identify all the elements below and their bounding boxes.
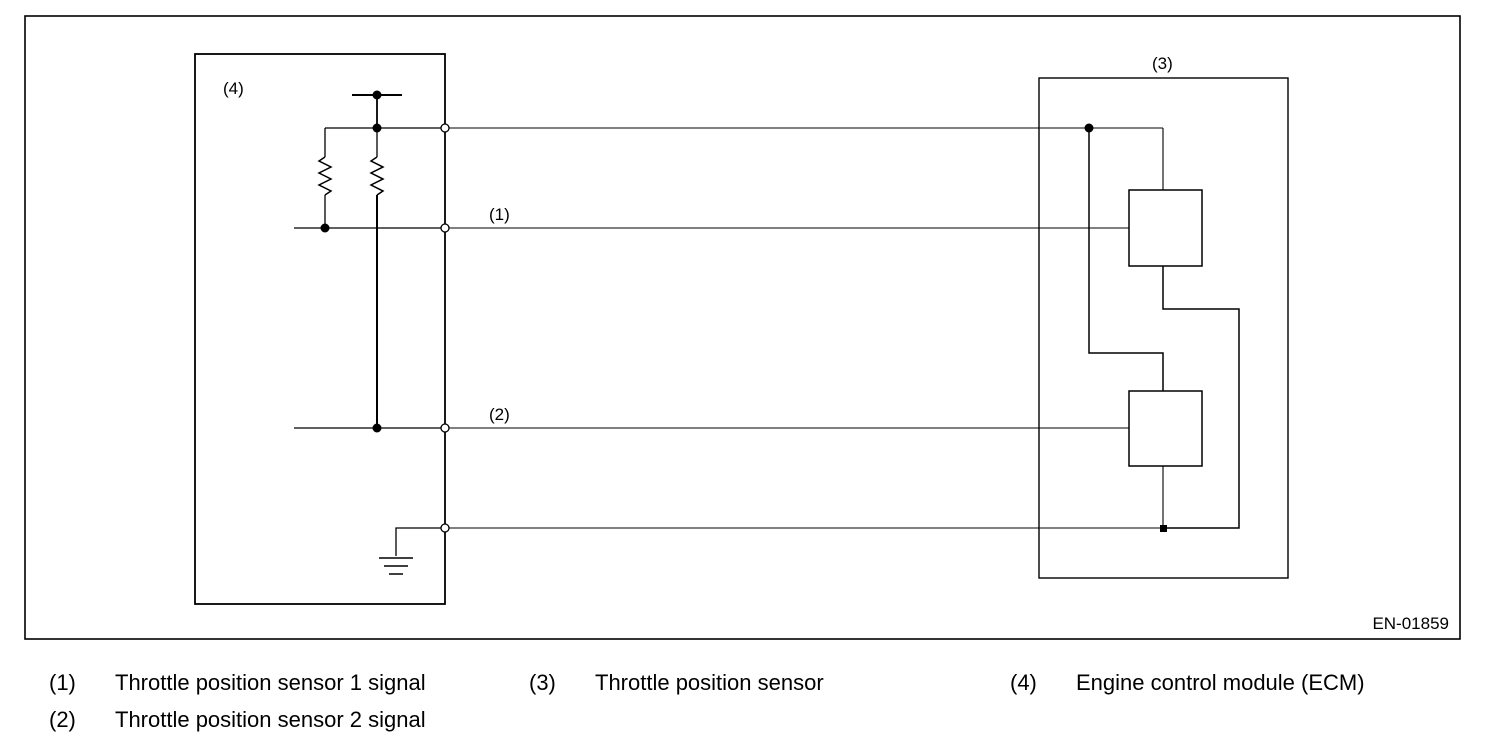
callout-2: (2) <box>489 405 510 424</box>
legend-text-1: Throttle position sensor 1 signal <box>115 670 426 695</box>
sensor-supply-branch <box>1088 128 1164 391</box>
callout-1: (1) <box>489 205 510 224</box>
legend-num-1: (1) <box>49 670 76 695</box>
ground-wire <box>395 527 441 556</box>
ecm-box <box>194 53 446 605</box>
terminal-supply <box>440 123 450 133</box>
sensor-element-1-ground <box>1162 266 1240 529</box>
legend-num-4: (4) <box>1010 670 1037 695</box>
signal-1-junction <box>320 223 330 233</box>
legend-num-3: (3) <box>529 670 556 695</box>
callout-4: (4) <box>223 79 244 98</box>
terminal-signal-2 <box>440 423 450 433</box>
resistor-1 <box>317 156 333 196</box>
figure-code: EN-01859 <box>1372 614 1449 633</box>
terminal-ground <box>440 523 450 533</box>
callout-3: (3) <box>1152 54 1173 73</box>
terminal-signal-1 <box>440 223 450 233</box>
legend-text-2: Throttle position sensor 2 signal <box>115 707 426 732</box>
sensor-ground-junction <box>1160 525 1167 532</box>
legend-text-4: Engine control module (ECM) <box>1076 670 1365 695</box>
legend-text-3: Throttle position sensor <box>595 670 824 695</box>
diagram-frame <box>24 15 1461 640</box>
sensor-element-2 <box>1128 390 1203 467</box>
legend-num-2: (2) <box>49 707 76 732</box>
sensor-element-1 <box>1128 189 1203 267</box>
signal-2-junction <box>372 423 382 433</box>
tps-box <box>1038 77 1289 579</box>
resistor-2 <box>369 156 385 196</box>
